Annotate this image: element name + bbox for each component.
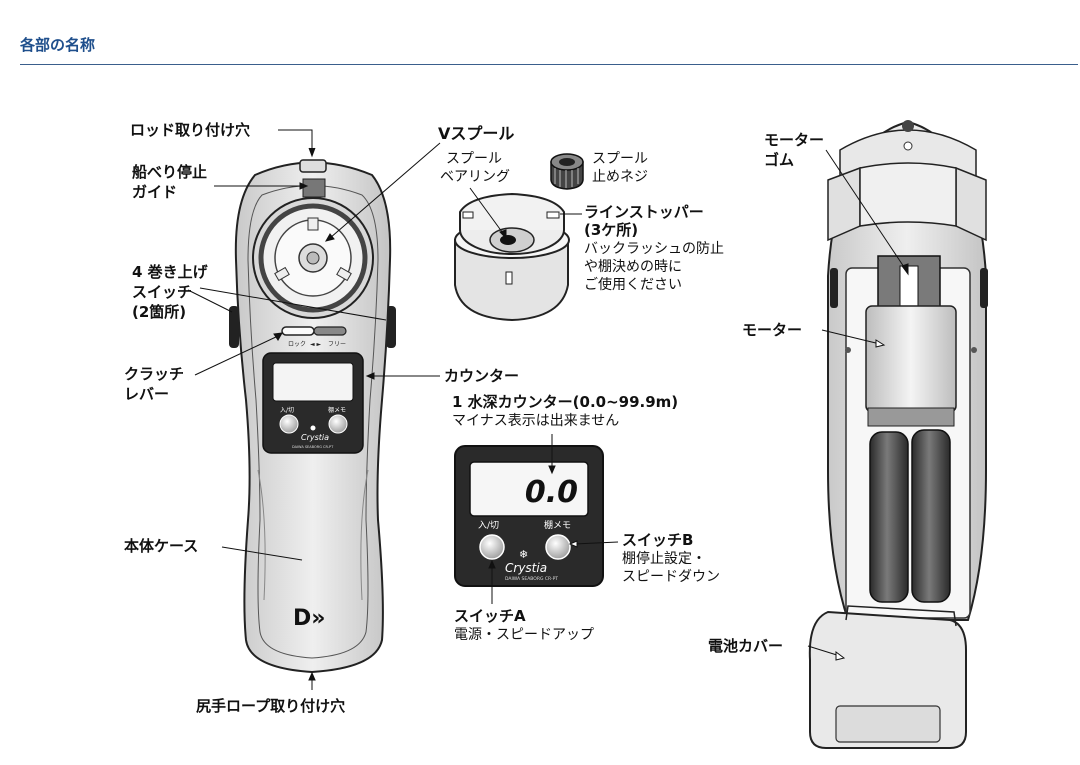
parts-diagram: ロック フリー ◄ ► 入/切 棚メモ Crystia DAIWA SEABOR… — [0, 66, 1080, 765]
battery-right — [911, 429, 951, 603]
label-switch-b: スイッチB — [622, 531, 694, 549]
label-guide-line2: ガイド — [132, 183, 178, 201]
guide-block — [302, 178, 326, 198]
label-wind-switch-line2: スイッチ — [132, 283, 193, 301]
diagram-illustration: ロック フリー ◄ ► 入/切 棚メモ Crystia DAIWA SEABOR… — [187, 120, 988, 749]
label-spool-bearing-line2: ベアリング — [440, 169, 510, 185]
clutch-lever — [281, 326, 315, 336]
label-tail-rope: 尻手ロープ取り付け穴 — [196, 697, 346, 715]
label-wind-switch-line1: 4 巻き上げ — [132, 263, 208, 281]
counter-readout: 0.0 — [525, 475, 578, 510]
v-spool-part — [454, 192, 570, 322]
device-front: ロック フリー ◄ ► 入/切 棚メモ Crystia DAIWA SEABOR… — [229, 159, 396, 674]
label-counter: カウンター — [444, 367, 520, 385]
lever-lock-text: ロック — [288, 341, 306, 348]
label-switch-b-desc2: スピードダウン — [622, 569, 720, 585]
btn-memo-label: 棚メモ — [544, 519, 571, 531]
label-guide-line1: 船べり停止 — [132, 163, 208, 181]
leader-lines-left — [187, 129, 440, 690]
label-spool-bearing-line1: スプール — [446, 151, 502, 167]
header-divider — [20, 64, 1078, 65]
svg-text:DAIWA SEABORG CR-PT: DAIWA SEABORG CR-PT — [505, 576, 558, 582]
label-line-stopper-line2: (3ケ所) — [584, 221, 639, 239]
leader-lines-counter — [488, 434, 619, 604]
label-switch-a-desc: 電源・スピードアップ — [454, 627, 594, 643]
label-motor: モーター — [742, 321, 803, 339]
svg-text:❄: ❄ — [519, 548, 528, 561]
svg-text:入/切: 入/切 — [280, 407, 294, 414]
motor-part — [865, 305, 957, 413]
label-depth-counter-note: マイナス表示は出来ません — [452, 413, 620, 429]
label-switch-a: スイッチA — [454, 607, 526, 625]
label-motor-rubber-line2: ゴム — [764, 151, 795, 169]
btn-power-label: 入/切 — [478, 520, 499, 531]
counter-enlarged: 0.0 入/切 棚メモ ❄ Crystia DAIWA SEABORG CR-P… — [454, 445, 604, 587]
label-motor-rubber-line1: モーター — [764, 131, 825, 149]
lever-free-text: フリー — [328, 341, 346, 348]
svg-text:◄ ►: ◄ ► — [310, 341, 322, 348]
wind-switch-left — [229, 306, 239, 348]
svg-text:棚メモ: 棚メモ — [328, 406, 346, 414]
svg-text:Crystia: Crystia — [301, 433, 329, 442]
label-depth-counter: 1 水深カウンター(0.0~99.9m) — [452, 393, 679, 411]
label-line-stopper-line1: ラインストッパー — [584, 203, 704, 221]
switch-b-button — [545, 534, 571, 560]
device-back — [808, 120, 988, 749]
label-line-stopper-desc1: バックラッシュの防止 — [584, 241, 724, 257]
label-clutch-line2: レバー — [124, 385, 170, 403]
svg-text:Crystia: Crystia — [505, 561, 547, 575]
label-v-spool: Vスプール — [438, 124, 515, 143]
daiwa-logo: D» — [293, 606, 325, 631]
battery-left — [869, 431, 909, 603]
label-battery-cover: 電池カバー — [708, 637, 784, 655]
label-spool-screw-line1: スプール — [592, 151, 648, 167]
leader-lines-spool — [324, 142, 582, 242]
page-header: 各部の名称 — [0, 0, 1080, 66]
label-line-stopper-desc3: ご使用ください — [584, 277, 682, 293]
label-line-stopper-desc2: や棚決めの時に — [584, 259, 682, 275]
label-switch-b-desc1: 棚停止設定・ — [622, 551, 706, 567]
page-title: 各部の名称 — [20, 36, 96, 54]
switch-a-button — [479, 534, 505, 560]
label-clutch-line1: クラッチ — [124, 365, 185, 383]
label-spool-screw-line2: 止めネジ — [592, 169, 648, 185]
label-body-case: 本体ケース — [124, 537, 199, 555]
label-wind-switch-line3: (2箇所) — [132, 303, 187, 321]
leader-lines-right — [807, 149, 909, 661]
svg-text:DAIWA SEABORG CR-PT: DAIWA SEABORG CR-PT — [292, 445, 334, 449]
spool-screw-part — [550, 153, 584, 190]
label-rod-hole: ロッド取り付け穴 — [130, 121, 251, 139]
